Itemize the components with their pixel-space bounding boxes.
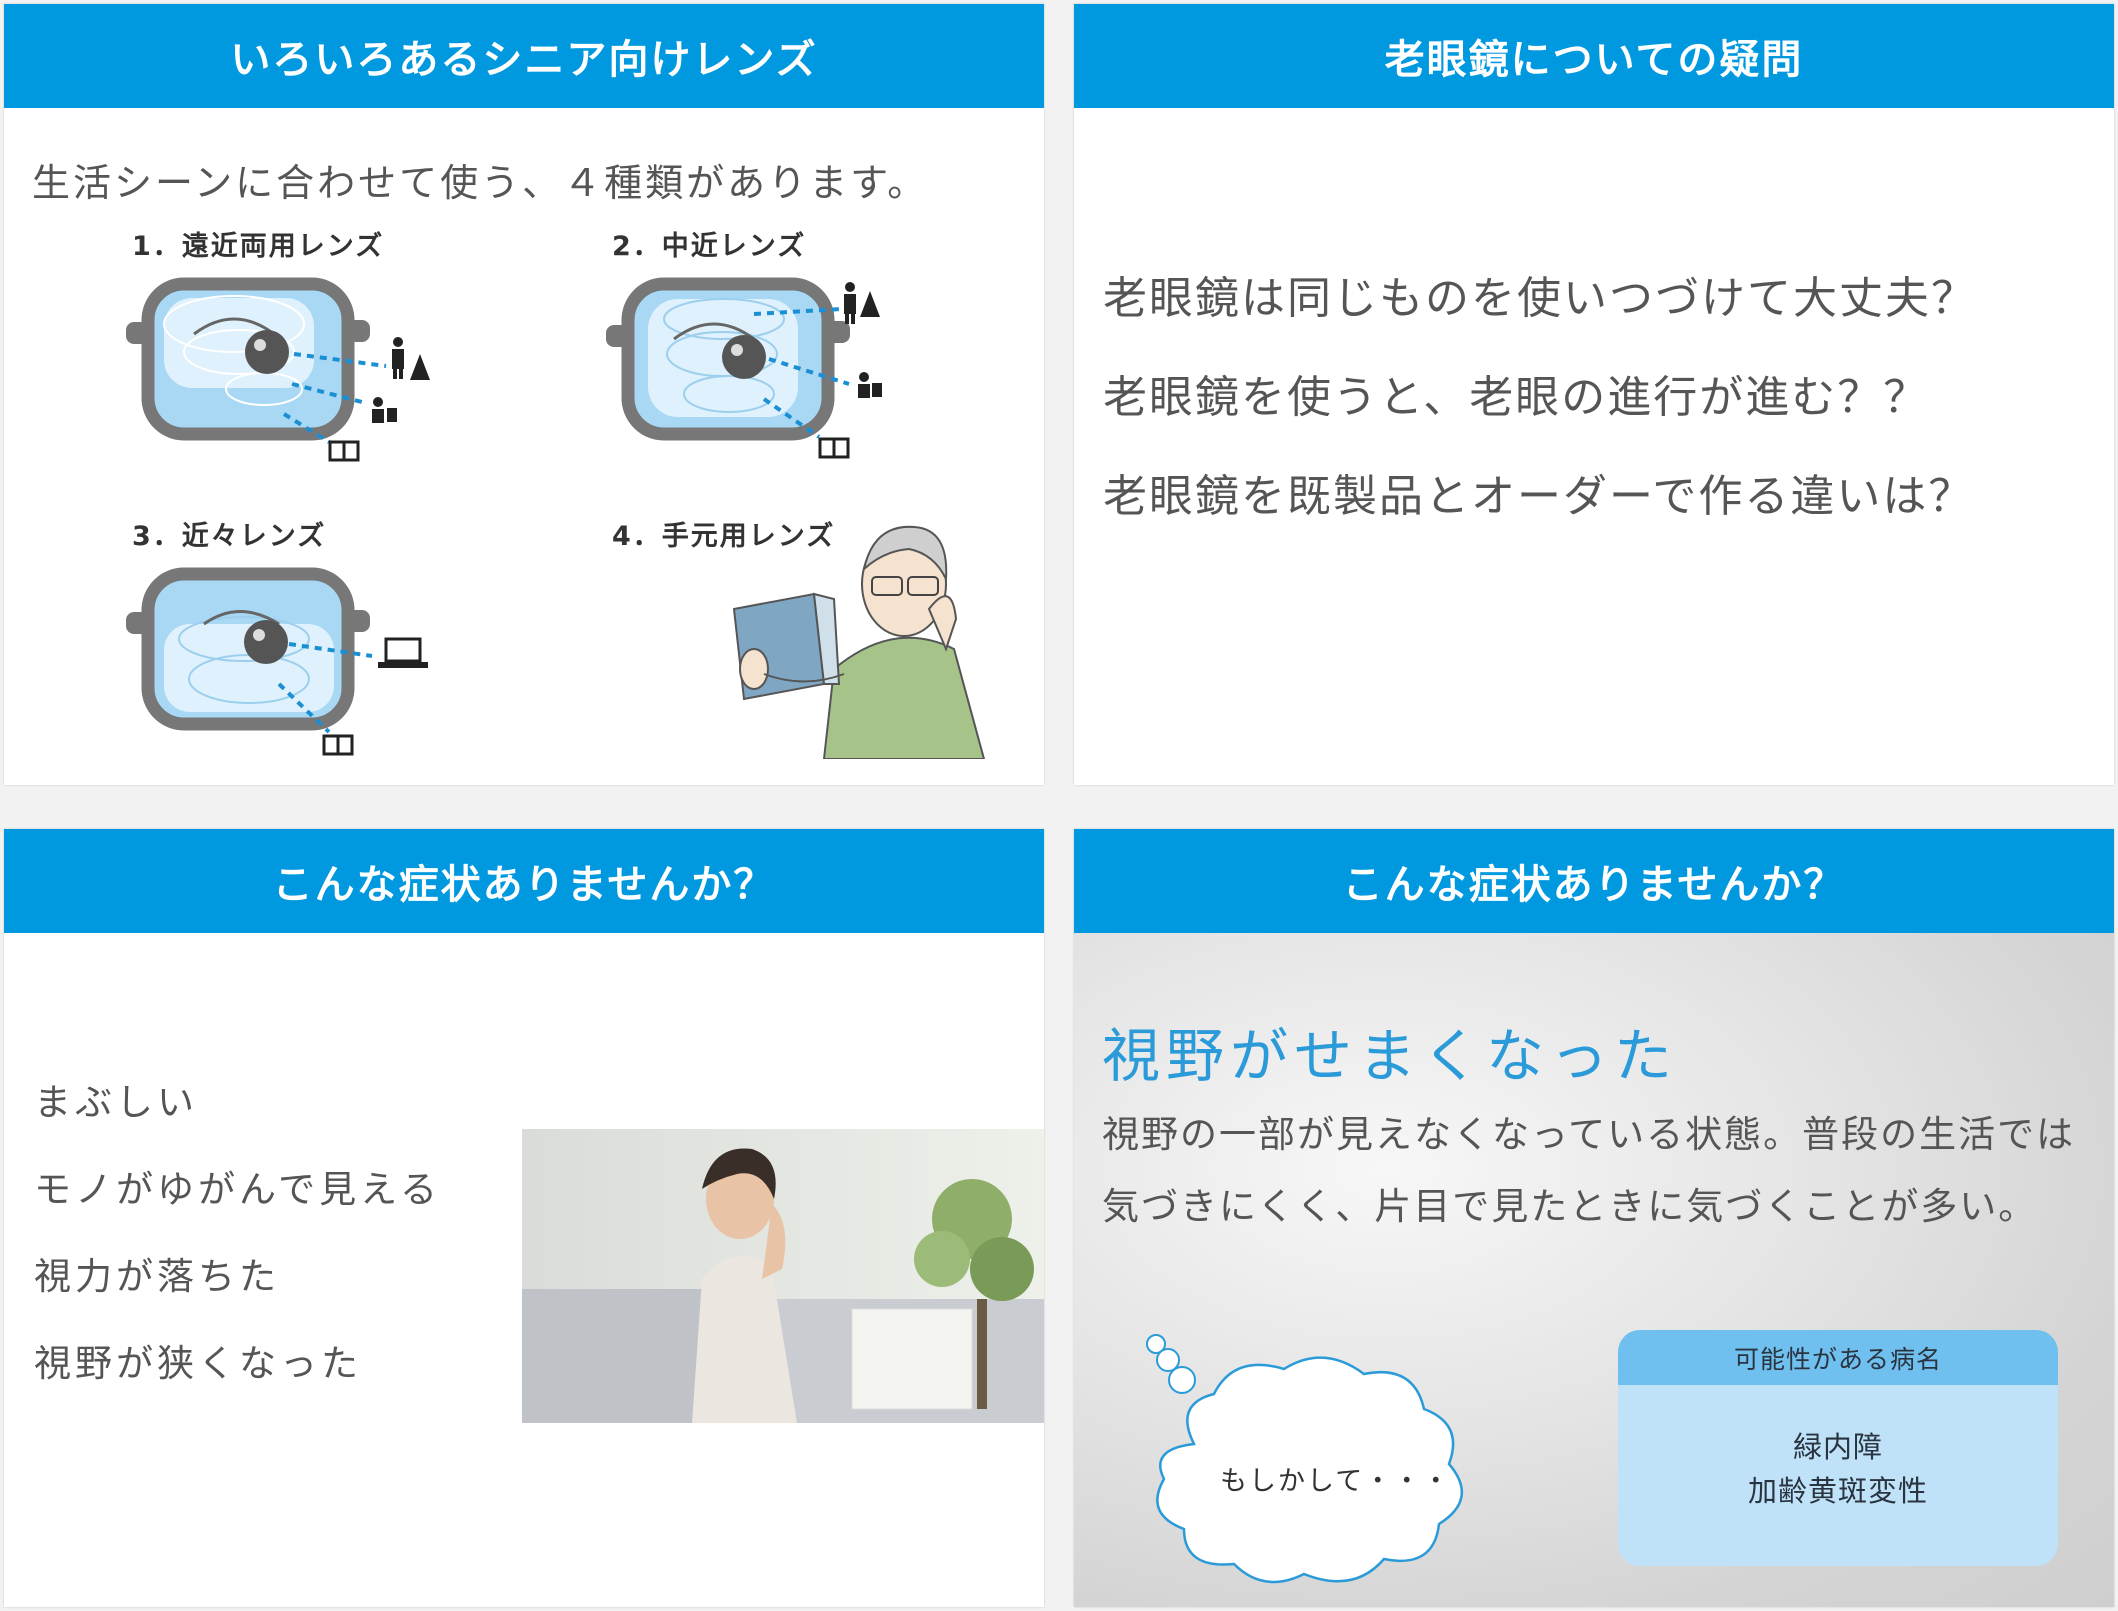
symptom-description: 視野の一部が見えなくなっている状態。普段の生活では気づきにくく、片目で見たときに… [1102, 1113, 2076, 1228]
question-item[interactable]: 老眼鏡は同じものを使いつづけて大丈夫？ [1103, 273, 1977, 324]
lens-intro-text: 生活シーンに合わせて使う、４種類があります。 [32, 161, 929, 205]
panel-title: こんな症状ありませんか？ [1074, 829, 2114, 933]
possible-disease-box: 可能性がある病名 緑内障 加齢黄斑変性 [1618, 1330, 2058, 1566]
person-icon [392, 337, 404, 379]
question-item[interactable]: 老眼鏡を使うと、老眼の進行が進む？？ [1103, 372, 1930, 423]
thought-cloud-icon [1146, 1334, 1464, 1584]
reading-glasses-questions-panel: 老眼鏡についての疑問 老眼鏡は同じものを使いつづけて大丈夫？ 老眼鏡を使うと、老… [1074, 4, 2114, 785]
symptom-item: モノがゆがんで見える [34, 1168, 442, 1211]
symptom-list: まぶしい モノがゆがんで見える 視力が落ちた 視野が狭くなった [34, 1079, 441, 1427]
disease-name-list: 緑内障 加齢黄斑変性 [1618, 1385, 2058, 1513]
lens-label-1: 1．遠近両用レンズ [132, 231, 385, 262]
question-item[interactable]: 老眼鏡を既製品とオーダーで作る違いは？ [1103, 471, 1975, 522]
symptom-item: 視野が狭くなった [34, 1342, 362, 1385]
mountain-icon [410, 354, 430, 380]
book-icon [328, 440, 360, 462]
disease-box-heading: 可能性がある病名 [1618, 1330, 2058, 1385]
thought-text: もしかして・・・ [1220, 1466, 1452, 1497]
disease-name: 加齢黄斑変性 [1747, 1474, 1928, 1508]
person-icon [858, 372, 882, 398]
laptop-icon [378, 637, 428, 668]
symptoms-panel: こんな症状ありませんか？ まぶしい モノがゆがんで見える 視力が落ちた 視野が狭… [4, 829, 1044, 1607]
progressive-lens-diagram [126, 277, 430, 462]
panel-title: 老眼鏡についての疑問 [1074, 4, 2114, 108]
mountain-icon [860, 291, 880, 317]
symptom-title: 視野がせまくなった [1102, 1022, 1679, 1090]
disease-name: 緑内障 [1792, 1430, 1883, 1464]
mid-near-lens-diagram [606, 277, 882, 459]
symptom-item: まぶしい [34, 1081, 198, 1124]
lens-label-2: 2．中近レンズ [612, 231, 807, 262]
question-list: 老眼鏡は同じものを使いつづけて大丈夫？ 老眼鏡を使うと、老眼の進行が進む？？ 老… [1103, 269, 1977, 566]
lens-label-4: 4．手元用レンズ [612, 521, 836, 552]
near-near-lens-diagram [126, 567, 428, 756]
narrow-vision-panel: こんな症状ありませんか？ 視野がせまくなった 視野の一部が見えなくなっている状態… [1074, 829, 2114, 1607]
lens-types-panel: いろいろあるシニア向けレンズ 生活シーンに合わせて使う、４種類があります。 1．… [4, 4, 1044, 785]
reading-man-illustration [732, 525, 986, 759]
person-icon [844, 282, 856, 324]
panel-title: こんな症状ありませんか？ [4, 829, 1044, 933]
book-icon [322, 734, 354, 756]
woman-eye-strain-photo [522, 1129, 1044, 1423]
symptom-item: 視力が落ちた [34, 1255, 280, 1298]
panel-title: いろいろあるシニア向けレンズ [4, 4, 1044, 108]
book-icon [818, 437, 850, 459]
lens-label-3: 3．近々レンズ [132, 521, 327, 552]
person-icon [372, 397, 397, 423]
